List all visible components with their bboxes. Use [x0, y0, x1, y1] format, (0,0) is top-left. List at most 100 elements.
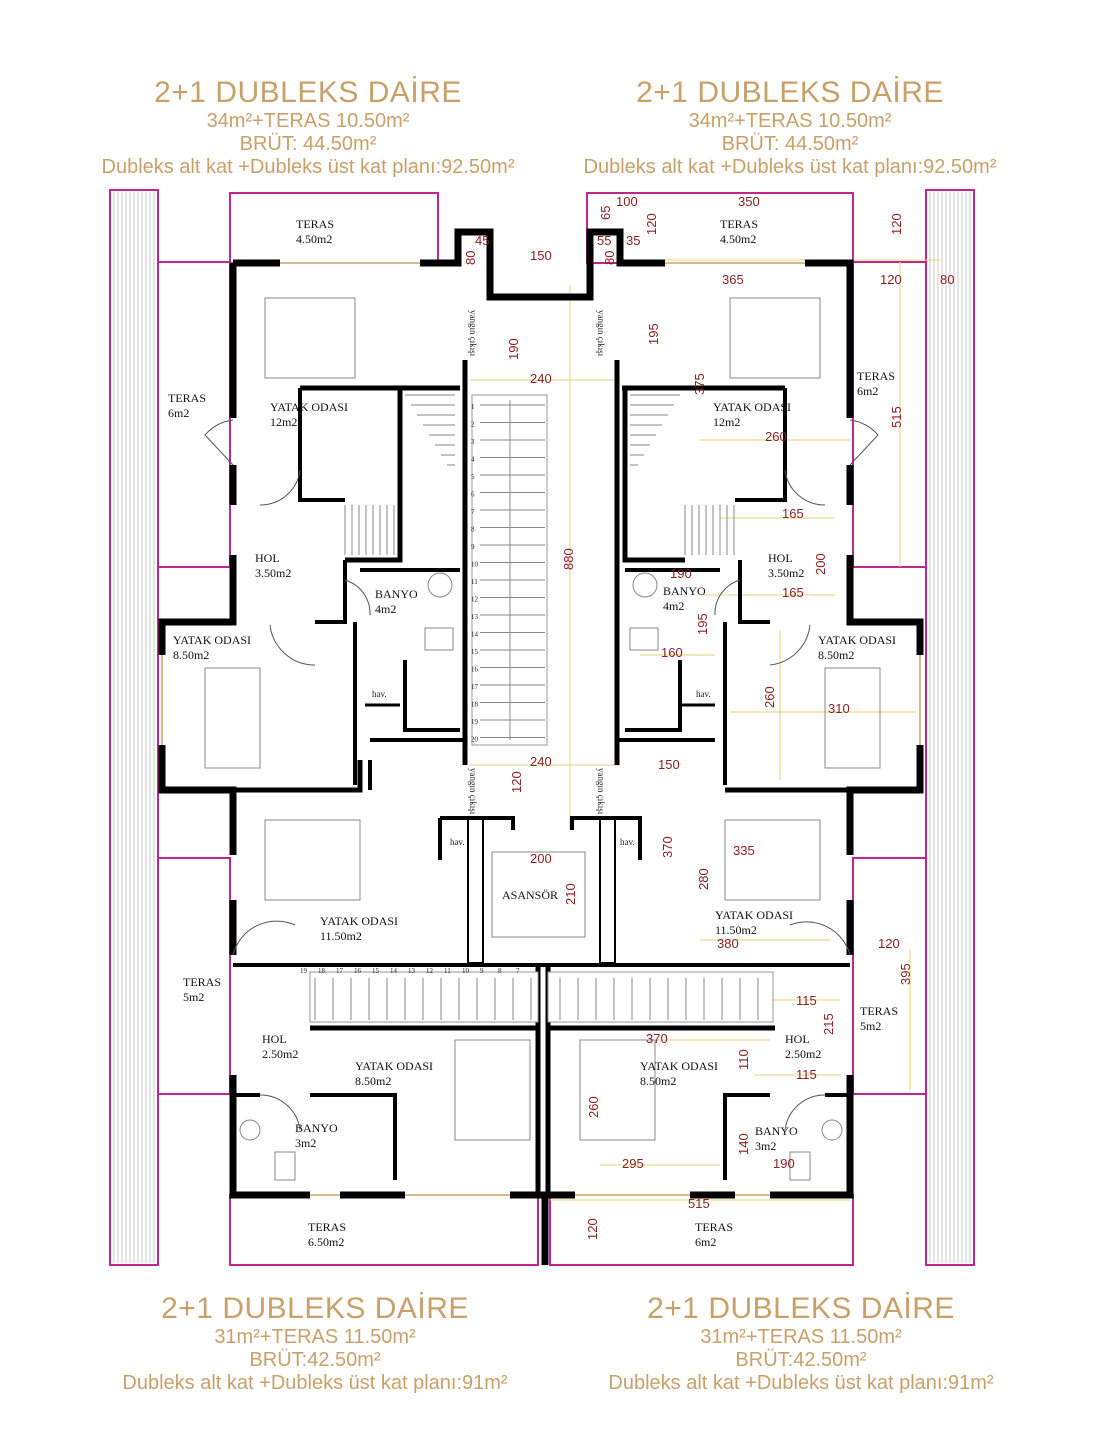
dim-label: 380: [717, 936, 739, 951]
dim-label: 115: [796, 993, 817, 1008]
stair-number: 10: [471, 561, 479, 569]
unit-type: 2+1 DUBLEKS DAİRE: [636, 76, 944, 109]
room-area: 11.50m2: [715, 923, 757, 937]
stair-number: 2: [471, 421, 475, 429]
room-area: 4m2: [663, 599, 684, 613]
room-area: 6m2: [857, 384, 878, 398]
room-labels: TERAS 4.50m2 TERAS 6m2 YATAK ODASI 12m2 …: [168, 217, 898, 1249]
windows: [161, 262, 921, 1196]
dim-label: 115: [796, 1067, 817, 1082]
dim-label: 280: [696, 868, 711, 890]
room-name: TERAS: [183, 975, 221, 989]
room-name: HOL: [785, 1032, 810, 1046]
room-name: YATAK ODASI: [270, 400, 348, 414]
dim-label: 515: [889, 406, 904, 428]
room-name: TERAS: [720, 217, 758, 231]
room-area: 12m2: [270, 415, 297, 429]
room-name: BANYO: [663, 584, 706, 598]
unit-net-area: 34m²+TERAS 10.50m²: [206, 110, 410, 132]
room-name: HOL: [262, 1032, 287, 1046]
dim-label: 120: [585, 1218, 600, 1240]
dim-label: 120: [880, 272, 902, 287]
stair-number: 18: [471, 701, 479, 709]
room-area: 5m2: [183, 990, 204, 1004]
dim-label: 210: [563, 883, 578, 905]
stair-number: 17: [336, 967, 344, 975]
dim-label: 110: [736, 1049, 751, 1070]
room-area: 4.50m2: [720, 232, 756, 246]
unit-total-area: Dubleks alt kat +Dubleks üst kat planı:9…: [583, 156, 997, 178]
stair-number: 13: [471, 613, 479, 621]
dim-label: 295: [622, 1156, 644, 1171]
unit-title-bottom-right: 2+1 DUBLEKS DAİRE 31m²+TERAS 11.50m² BRÜ…: [596, 1292, 1006, 1395]
stair-number: 7: [471, 508, 475, 516]
room-area: 8.50m2: [818, 648, 854, 662]
stair-number: 16: [471, 666, 479, 674]
hav-label: hav.: [450, 837, 465, 847]
stair-number: 11: [444, 967, 451, 975]
room-name: YATAK ODASI: [355, 1059, 433, 1073]
furniture: [204, 297, 881, 1181]
stair-number: 8: [498, 967, 502, 975]
dim-label: 370: [646, 1031, 668, 1046]
room-area: 5m2: [860, 1019, 881, 1033]
dim-label: 335: [733, 843, 755, 858]
room-name: TERAS: [296, 217, 334, 231]
dim-label: 150: [658, 757, 680, 772]
room-area: 3.50m2: [255, 566, 291, 580]
unit-gross-area: BRÜT:42.50m²: [249, 1349, 381, 1371]
unit-net-area: 31m²+TERAS 11.50m²: [214, 1326, 416, 1348]
dim-label: 150: [530, 248, 552, 263]
doors: [204, 419, 879, 1131]
room-area: 4m2: [375, 602, 396, 616]
unit-gross-area: BRÜT: 44.50m²: [721, 133, 859, 155]
stair-number: 10: [462, 967, 470, 975]
stair-number: 12: [471, 596, 479, 604]
stair-number: 14: [471, 631, 479, 639]
dim-label: 120: [644, 213, 659, 235]
dim-label: 160: [661, 645, 683, 660]
stair-number: 15: [471, 648, 479, 656]
dim-label: 240: [530, 754, 552, 769]
dim-label: 195: [695, 613, 710, 635]
unit-gross-area: BRÜT:42.50m²: [735, 1349, 867, 1371]
dim-label: 65: [598, 206, 613, 220]
room-name: YATAK ODASI: [715, 908, 793, 922]
fire-exit-label: yangın çıkışı: [468, 310, 478, 357]
room-name: YATAK ODASI: [713, 400, 791, 414]
dim-label: 120: [509, 771, 524, 793]
stair-number: 17: [471, 683, 479, 691]
dim-label: 120: [889, 213, 904, 235]
room-area: 8.50m2: [355, 1074, 391, 1088]
stair-number: 8: [471, 526, 475, 534]
stair-number: 12: [426, 967, 434, 975]
stair-number: 9: [471, 543, 475, 551]
room-name: ASANSÖR: [502, 888, 558, 902]
terrace-outlines: [157, 192, 927, 1266]
stair-number: 19: [300, 967, 308, 975]
room-area: 3m2: [755, 1139, 776, 1153]
dim-label: 100: [616, 194, 638, 209]
room-area: 6m2: [168, 406, 189, 420]
dim-label: 190: [506, 338, 521, 360]
room-name: TERAS: [308, 1220, 346, 1234]
room-name: HOL: [768, 551, 793, 565]
dim-label: 165: [782, 585, 804, 600]
roof-hatch-left: [109, 189, 159, 1266]
room-area: 2.50m2: [785, 1047, 821, 1061]
dim-label: 260: [765, 429, 787, 444]
room-name: YATAK ODASI: [640, 1059, 718, 1073]
roof-hatch-right: [925, 189, 975, 1266]
room-area: 12m2: [713, 415, 740, 429]
stair-number: 5: [471, 473, 475, 481]
room-area: 4.50m2: [296, 232, 332, 246]
stair-number: 15: [372, 967, 380, 975]
stair-number: 16: [354, 967, 362, 975]
dim-label: 190: [773, 1156, 795, 1171]
stair-number: 1: [471, 403, 475, 411]
dim-label: 215: [821, 1013, 836, 1035]
room-name: TERAS: [695, 1220, 733, 1234]
dim-label: 165: [782, 506, 804, 521]
room-name: BANYO: [755, 1124, 798, 1138]
